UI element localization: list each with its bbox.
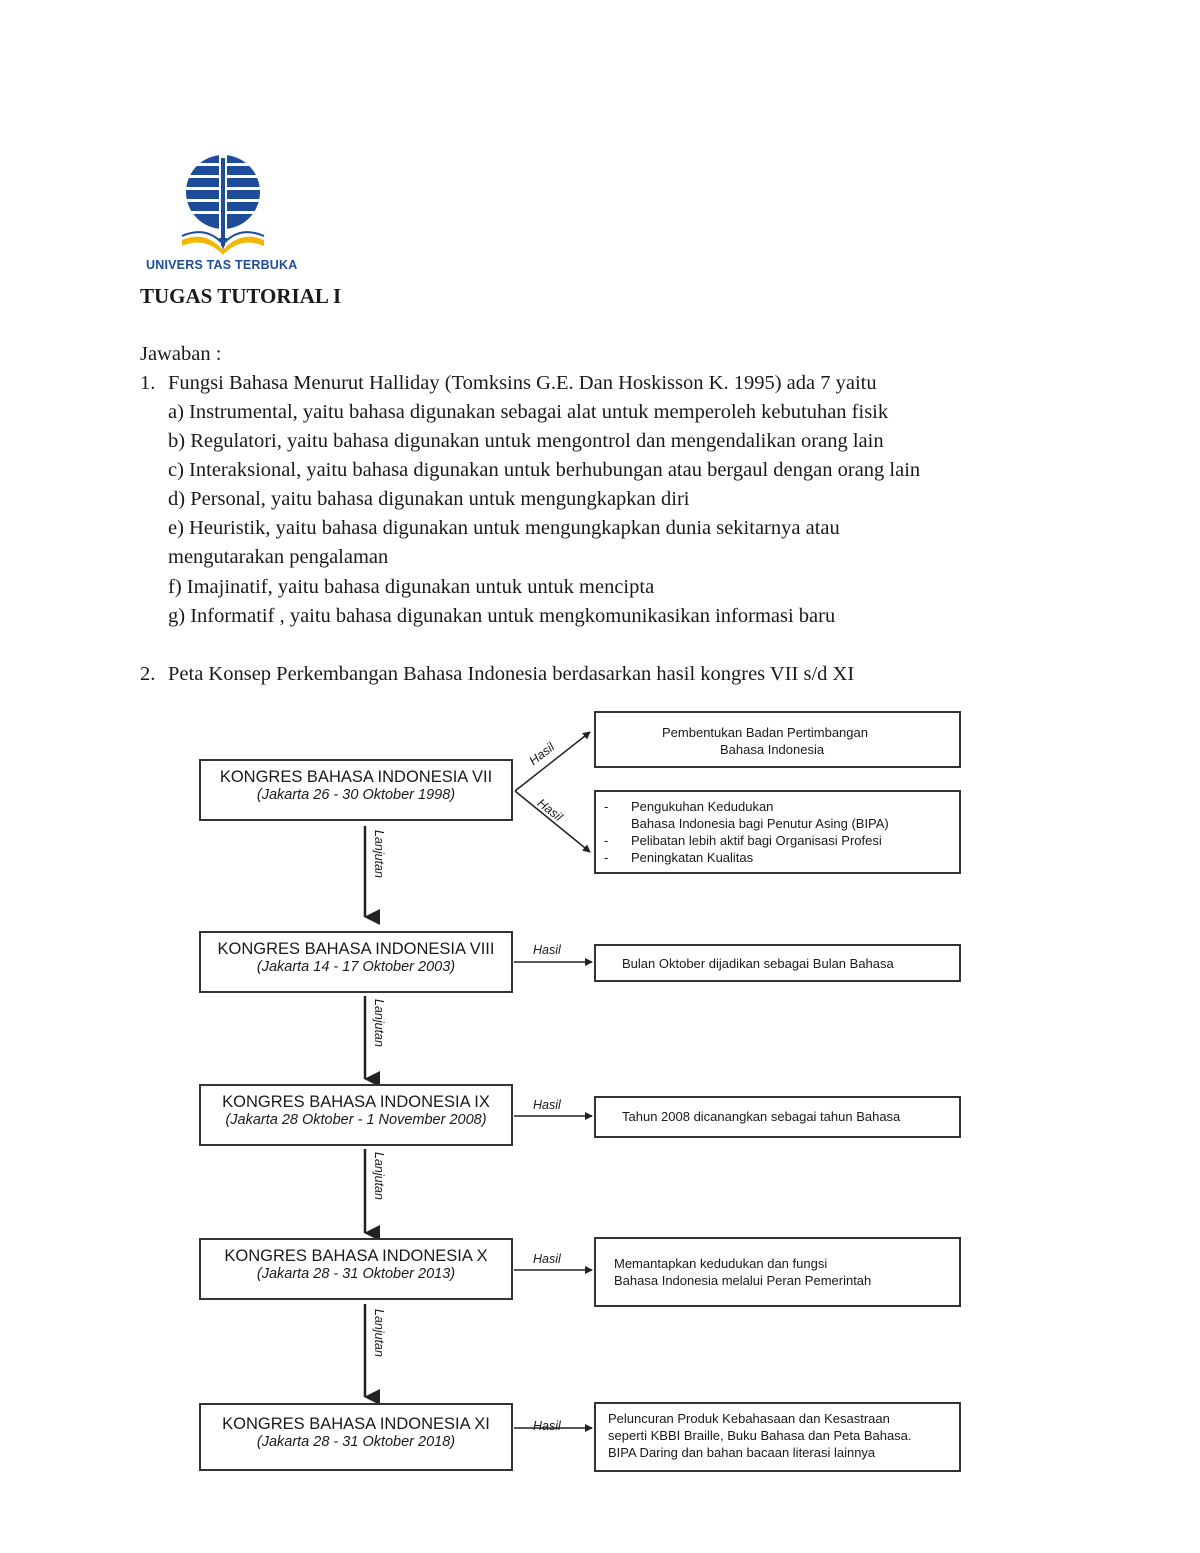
- kongres-box: KONGRES BAHASA INDONESIA VII (Jakarta 26…: [199, 759, 513, 821]
- lanjutan-label: Lanjutan: [372, 999, 386, 1047]
- q2-number: 2.: [140, 663, 156, 685]
- kongres-date: (Jakarta 28 Oktober - 1 November 2008): [225, 1112, 487, 1128]
- result-line: Peluncuran Produk Kebahasaan dan Kesastr…: [608, 1411, 890, 1426]
- hasil-arrow: [514, 731, 591, 792]
- result-line: seperti KBBI Braille, Buku Bahasa dan Pe…: [608, 1428, 912, 1443]
- concept-map: KONGRES BAHASA INDONESIA VII (Jakarta 26…: [190, 705, 980, 1490]
- result-line: Memantapkan kedudukan dan fungsi: [614, 1256, 828, 1271]
- result-box: Memantapkan kedudukan dan fungsi Bahasa …: [594, 1237, 961, 1307]
- result-box: Peluncuran Produk Kebahasaan dan Kesastr…: [594, 1402, 961, 1472]
- lanjutan-label: Lanjutan: [372, 830, 386, 878]
- hasil-label: Hasil: [533, 1252, 561, 1266]
- result-bullet: -Pelibatan lebih aktif bagi Organisasi P…: [604, 833, 882, 848]
- result-bullet-list: -Pengukuhan Kedudukan Bahasa Indonesia b…: [596, 792, 959, 870]
- function-item: b) Regulatori, yaitu bahasa digunakan un…: [168, 430, 884, 452]
- result-box: Tahun 2008 dicanangkan sebagai tahun Bah…: [594, 1096, 961, 1138]
- kongres-box: KONGRES BAHASA INDONESIA IX (Jakarta 28 …: [199, 1084, 513, 1146]
- kongres-name: KONGRES BAHASA INDONESIA VII: [219, 768, 493, 786]
- answer-label: Jawaban :: [140, 343, 222, 365]
- function-item: g) Informatif , yaitu bahasa digunakan u…: [168, 605, 836, 627]
- result-bullet: -Peningkatan Kualitas: [604, 850, 754, 865]
- hasil-label: Hasil: [533, 1098, 561, 1112]
- result-line: Bahasa Indonesia melalui Peran Pemerinta…: [614, 1273, 872, 1288]
- kongres-date: (Jakarta 26 - 30 Oktober 1998): [256, 787, 456, 803]
- result-bullet: -Pengukuhan Kedudukan: [604, 799, 774, 814]
- result-box: Bulan Oktober dijadikan sebagai Bulan Ba…: [594, 944, 961, 982]
- result-line: Tahun 2008 dicanangkan sebagai tahun Bah…: [622, 1109, 901, 1124]
- q2-text: Peta Konsep Perkembangan Bahasa Indonesi…: [168, 663, 855, 685]
- function-item: e) Heuristik, yaitu bahasa digunakan unt…: [168, 517, 840, 539]
- result-box: -Pengukuhan Kedudukan Bahasa Indonesia b…: [594, 790, 961, 874]
- logo-wordmark: UNIVERS TAS TERBUKA: [146, 258, 298, 272]
- concept-map-connectors: [363, 731, 593, 1432]
- result-bullet-continued: Bahasa Indonesia bagi Penutur Asing (BIP…: [631, 816, 889, 831]
- kongres-box: KONGRES BAHASA INDONESIA X (Jakarta 28 -…: [199, 1238, 513, 1300]
- kongres-box: KONGRES BAHASA INDONESIA VIII (Jakarta 1…: [199, 931, 513, 993]
- result-line: Bulan Oktober dijadikan sebagai Bulan Ba…: [622, 956, 894, 971]
- kongres-date: (Jakarta 28 - 31 Oktober 2018): [256, 1434, 456, 1450]
- kongres-name: KONGRES BAHASA INDONESIA IX: [222, 1093, 490, 1111]
- kongres-date: (Jakarta 14 - 17 Oktober 2003): [256, 959, 456, 975]
- page-title: TUGAS TUTORIAL I: [140, 284, 342, 308]
- result-line: BIPA Daring dan bahan bacaan literasi la…: [608, 1445, 876, 1460]
- result-box: Pembentukan Badan Pertimbangan Bahasa In…: [594, 711, 961, 768]
- universitas-terbuka-logo: [181, 155, 265, 255]
- q1-text: Fungsi Bahasa Menurut Halliday (Tomksins…: [168, 372, 877, 394]
- lanjutan-label: Lanjutan: [372, 1152, 386, 1200]
- function-item-continued: mengutarakan pengalaman: [168, 546, 389, 568]
- kongres-date: (Jakarta 28 - 31 Oktober 2013): [256, 1266, 456, 1282]
- kongres-name: KONGRES BAHASA INDONESIA VIII: [217, 940, 495, 958]
- kongres-name: KONGRES BAHASA INDONESIA X: [224, 1247, 488, 1265]
- result-line: Pembentukan Badan Pertimbangan: [662, 725, 868, 740]
- function-item: f) Imajinatif, yaitu bahasa digunakan un…: [168, 576, 655, 598]
- result-line: Bahasa Indonesia: [720, 742, 825, 757]
- hasil-arrow: [514, 790, 591, 853]
- function-item: d) Personal, yaitu bahasa digunakan untu…: [168, 488, 690, 510]
- hasil-label: Hasil: [533, 943, 561, 957]
- q1-number: 1.: [140, 372, 156, 394]
- function-item: a) Instrumental, yaitu bahasa digunakan …: [168, 401, 889, 423]
- function-item: c) Interaksional, yaitu bahasa digunakan…: [168, 459, 921, 481]
- kongres-box: KONGRES BAHASA INDONESIA XI (Jakarta 28 …: [199, 1403, 513, 1471]
- kongres-name: KONGRES BAHASA INDONESIA XI: [222, 1415, 490, 1433]
- hasil-label: Hasil: [533, 1419, 561, 1433]
- lanjutan-label: Lanjutan: [372, 1309, 386, 1357]
